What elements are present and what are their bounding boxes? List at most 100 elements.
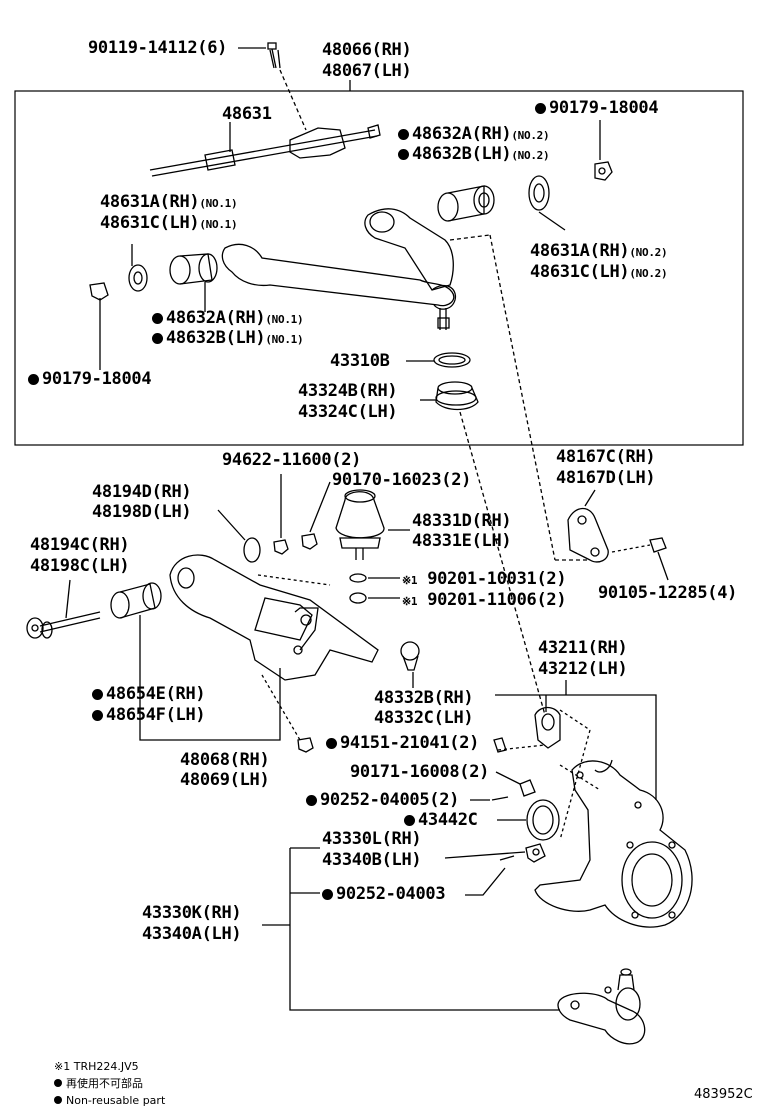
upper-arm-group-box (14, 90, 744, 446)
shaft-icon (149, 124, 381, 177)
label-bolt-knuckle: 90171-16008(2) (350, 762, 490, 782)
label-bolt-lower-c-lh: 48198C(LH) (30, 556, 130, 576)
label-washer-lower-d-rh: 48194D(RH) (92, 482, 192, 502)
label-ball-l-lh: 43340B(LH) (322, 850, 422, 870)
bracket-icon (567, 507, 609, 563)
footnote-ref: ※1 TRH224.JV5 (54, 1060, 139, 1073)
label-ball-k-rh: 43330K(RH) (142, 903, 242, 923)
label-washer-lower-d-lh: 48198D(LH) (92, 502, 192, 522)
washer-no1-icon (128, 264, 148, 292)
label-lower-arm-lh: 48069(LH) (180, 770, 270, 790)
bump-stopper-icon (335, 489, 385, 560)
label-nut-top-right: 90179-18004 (535, 98, 659, 118)
washer-lower-d-icon (243, 537, 261, 563)
label-nut-lower: 94151-21041(2) (326, 733, 479, 753)
label-bush-lower-lh: 48654F(LH) (92, 705, 206, 725)
nonreusable-dot-icon (152, 333, 163, 344)
nonreusable-dot-icon (306, 795, 317, 806)
label-upper-arm-rh: 48066(RH) (322, 40, 412, 60)
nonreusable-dot-icon (54, 1079, 62, 1087)
nonreusable-dot-icon (326, 738, 337, 749)
label-washer-b: ※1 90201-11006(2) (402, 590, 567, 610)
label-bush-no1-b: 48632B(LH)(NO.1) (152, 328, 304, 350)
bushing-no2-icon (437, 185, 495, 222)
label-bush-no2-b: 48632B(LH)(NO.2) (398, 144, 550, 166)
top-bolt-icon (267, 42, 281, 69)
label-bolt-bracket: 90105-12285(4) (598, 583, 738, 603)
label-stopper-rh: 48331D(RH) (412, 511, 512, 531)
label-washer-no2-a: 48631A(RH)(NO.2) (530, 241, 668, 261)
nonreusable-dot-icon (398, 149, 409, 160)
footnote-nonreuse-cn: 再使用不可部品 (54, 1077, 143, 1090)
label-boot-lh: 43324C(LH) (298, 402, 398, 422)
label-bush-lower-rh: 48654E(RH) (92, 684, 206, 704)
washer-a-icon (349, 573, 367, 583)
nut-left-icon (89, 282, 109, 301)
label-knuckle-lh: 43212(LH) (538, 659, 628, 679)
knuckle-icon (534, 706, 693, 928)
label-nut-left: 90179-18004 (28, 369, 152, 389)
nut-top-right-icon (594, 161, 613, 181)
label-bush-no2-a: 48632A(RH)(NO.2) (398, 124, 550, 146)
label-lower-arm-rh: 48068(RH) (180, 750, 270, 770)
bump-lower-icon (400, 641, 420, 671)
nonreusable-dot-icon (322, 889, 333, 900)
nonreusable-dot-icon (535, 103, 546, 114)
bushing-no1-icon (169, 253, 218, 285)
nut-small-icon (273, 539, 289, 555)
diagram-code: 483952C (694, 1087, 753, 1102)
bolt-bracket-icon (611, 537, 667, 553)
label-boot-rh: 43324B(RH) (298, 381, 398, 401)
lower-control-arm-icon (169, 554, 379, 681)
bolt-90171-icon (519, 779, 536, 797)
label-shaft: 48631 (222, 104, 272, 124)
label-ball-l-rh: 43330L(RH) (322, 829, 422, 849)
nonreusable-dot-icon (92, 710, 103, 721)
castle-nut-icon (525, 843, 546, 863)
bolt-knuckle-icon (493, 737, 546, 753)
nonreusable-dot-icon (92, 689, 103, 700)
label-bolt-top: 90119-14112(6) (88, 38, 228, 58)
nonreusable-dot-icon (152, 313, 163, 324)
label-pin-a: 90252-04005(2) (306, 790, 459, 810)
label-stopper-lh: 48331E(LH) (412, 531, 512, 551)
boot-icon (435, 381, 479, 411)
upper-control-arm-icon (221, 208, 457, 330)
nonreusable-dot-icon (404, 815, 415, 826)
ring-icon (433, 352, 471, 368)
label-bracket-rh: 48167C(RH) (556, 447, 656, 467)
label-nut-small: 94622-11600(2) (222, 450, 362, 470)
washer-no2-icon (528, 175, 550, 211)
label-bump-rh: 48332B(RH) (374, 688, 474, 708)
seal-icon (526, 799, 560, 841)
label-seal: 43442C (404, 810, 478, 830)
bushing-lower-icon (110, 582, 162, 619)
label-washer-a: ※1 90201-10031(2) (402, 569, 567, 589)
nonreusable-dot-icon (54, 1096, 62, 1104)
nonreusable-dot-icon (28, 374, 39, 385)
nonreusable-dot-icon (398, 129, 409, 140)
nut-stopper-icon (301, 533, 318, 550)
label-knuckle-rh: 43211(RH) (538, 638, 628, 658)
label-washer-no1-c: 48631C(LH)(NO.1) (100, 213, 238, 233)
footnote-nonreuse-en: Non-reusable part (54, 1094, 165, 1107)
label-bump-lh: 48332C(LH) (374, 708, 474, 728)
label-bracket-lh: 48167D(LH) (556, 468, 656, 488)
nut-lower-icon (297, 737, 314, 753)
label-washer-no2-c: 48631C(LH)(NO.2) (530, 262, 668, 282)
label-ball-k-lh: 43340A(LH) (142, 924, 242, 944)
bolt-lower-c-icon (26, 611, 101, 639)
pin-b-icon (499, 855, 515, 861)
pin-a-icon (491, 796, 509, 801)
label-bolt-lower-c-rh: 48194C(RH) (30, 535, 130, 555)
washer-b-icon (349, 592, 367, 604)
label-ring: 43310B (330, 351, 390, 371)
label-pin-b: 90252-04003 (322, 884, 446, 904)
ball-joint-lower-icon (557, 968, 646, 1045)
label-nut-stopper: 90170-16023(2) (332, 470, 472, 490)
label-upper-arm-lh: 48067(LH) (322, 61, 412, 81)
label-bush-no1-a: 48632A(RH)(NO.1) (152, 308, 304, 330)
label-washer-no1-a: 48631A(RH)(NO.1) (100, 192, 238, 212)
